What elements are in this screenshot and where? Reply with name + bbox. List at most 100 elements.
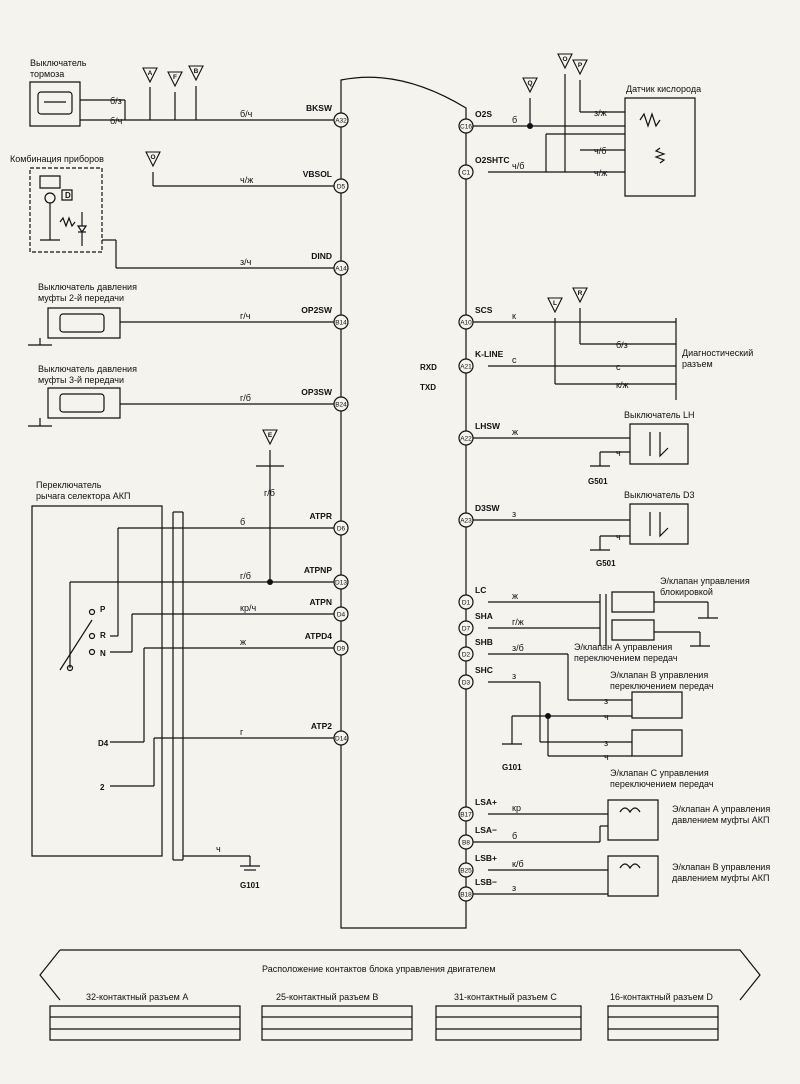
reference-tag-icon	[548, 298, 562, 312]
wire-bz-diag: б/з	[616, 340, 628, 350]
signal-o2shtc: O2SHTC	[475, 155, 509, 165]
wire-color: з	[512, 671, 516, 681]
pin-D2	[459, 647, 473, 661]
sel-n-label: N	[100, 649, 106, 658]
pin-B17	[459, 807, 473, 821]
pin-B14	[334, 315, 348, 329]
footer-frame	[40, 950, 760, 1000]
footer-title: Расположение контактов блока управления …	[262, 964, 496, 974]
wire-color: г/ч	[240, 311, 251, 321]
diag-connector-label-1: Диагностический	[682, 348, 753, 358]
wire-color: кр	[512, 803, 521, 813]
op2-switch-box	[48, 308, 120, 338]
pin-number-D14: D14	[335, 736, 347, 743]
reference-tag-label: Q	[527, 80, 532, 87]
pin-D13	[334, 575, 348, 589]
reference-tag-icon	[263, 430, 277, 444]
pin-number-D3: D3	[462, 680, 471, 687]
shift-c-label-1: Э/клапан C управления	[610, 768, 709, 778]
pin-number-D9: D9	[337, 646, 346, 653]
connector-c-label: 31-контактный разъем C	[454, 992, 557, 1002]
signal-scs: SCS	[475, 305, 493, 315]
wire-ch-shb: ч	[604, 752, 609, 762]
wire-color: г/ж	[512, 617, 524, 627]
pin-number-D1: D1	[462, 600, 471, 607]
wire-color: б	[240, 517, 245, 527]
reference-tag-icon	[189, 66, 203, 80]
pin-B8	[459, 835, 473, 849]
pin-B25	[459, 863, 473, 877]
signal-atp2: ATP2	[311, 721, 332, 731]
signal-lsb−: LSB−	[475, 877, 497, 887]
signal-dind: DIND	[311, 251, 332, 261]
wire-color: г/б	[240, 393, 251, 403]
sel-d4-label: D4	[98, 739, 109, 748]
d-box-label: D	[65, 191, 71, 200]
oxygen-sensor-label: Датчик кислорода	[626, 84, 701, 94]
pin-number-A32: A32	[335, 118, 347, 125]
pin-D9	[334, 641, 348, 655]
wire-color: б/ч	[240, 109, 253, 119]
pin-B18	[459, 887, 473, 901]
sel-r-label: R	[100, 631, 106, 640]
shift-b-label-2: переключением передач	[610, 681, 714, 691]
wire-color: ж	[512, 591, 518, 601]
wire-bch-2: б/ч	[110, 116, 123, 126]
pin-A21	[459, 359, 473, 373]
pin-number-A23: A23	[460, 518, 472, 525]
op2-switch-label-1: Выключатель давления	[38, 282, 137, 292]
wire-color: ч/ж	[240, 175, 253, 185]
wire-ch-lh: ч	[616, 448, 621, 458]
signal-lc: LC	[475, 585, 486, 595]
selector-switch-label-1: Переключатель	[36, 480, 102, 490]
signal-lhsw: LHSW	[475, 421, 501, 431]
pressure-a-box	[608, 800, 658, 840]
pressure-b-box	[608, 856, 658, 896]
shift-a-label-1: Э/клапан А управления	[574, 642, 672, 652]
diag-connector-label-2: разъем	[682, 359, 713, 369]
wire-color: ч/б	[512, 161, 524, 171]
pin-D3	[459, 675, 473, 689]
wire-color: з/б	[512, 643, 524, 653]
pin-number-B8: B8	[462, 840, 470, 847]
brake-switch-label-2: тормоза	[30, 69, 64, 79]
connector-b-label: 25-контактный разъем B	[276, 992, 378, 1002]
selector-switch-label-2: рычага селектора АКП	[36, 491, 131, 501]
pin-number-C1: C1	[462, 170, 471, 177]
signal-op2sw: OP2SW	[301, 305, 333, 315]
reference-tag-label: E	[268, 432, 273, 439]
signal-atpn: ATPN	[309, 597, 332, 607]
reference-tag-icon	[523, 78, 537, 92]
brake-switch-label-1: Выключатель	[30, 58, 87, 68]
reference-tag-label: P	[578, 62, 583, 69]
signal-shc: SHC	[475, 665, 493, 675]
g101b-label: G101	[240, 881, 260, 890]
signal-o2s: O2S	[475, 109, 492, 119]
wire-s-diag: с	[616, 362, 621, 372]
signal-lsa+: LSA+	[475, 797, 497, 807]
connector-d-label: 16-контактный разъем D	[610, 992, 713, 1002]
pin-number-B14: B14	[335, 320, 347, 327]
pressure-a-label-1: Э/клапан А управления	[672, 804, 770, 814]
shift-a-label-2: переключением передач	[574, 653, 678, 663]
signal-vbsol: VBSOL	[303, 169, 332, 179]
pin-number-B18: B18	[460, 892, 472, 899]
g501a-label: G501	[588, 477, 608, 486]
wire-color: г/б	[240, 571, 251, 581]
lockup-solenoid-label-2: блокировкой	[660, 587, 713, 597]
pressure-a-label-2: давлением муфты АКП	[672, 815, 769, 825]
pin-D6	[334, 521, 348, 535]
signal-lsb+: LSB+	[475, 853, 497, 863]
pin-D4	[334, 607, 348, 621]
pressure-b-label-1: Э/клапан B управления	[672, 862, 770, 872]
signal-shb: SHB	[475, 637, 493, 647]
g501b-label: G501	[596, 559, 616, 568]
pin-D7	[459, 621, 473, 635]
reference-tag-icon	[146, 152, 160, 166]
connector-a-label: 32-контактный разъем A	[86, 992, 188, 1002]
wire-color: к/б	[512, 859, 524, 869]
reference-tag-icon	[573, 288, 587, 302]
pin-number-D2: D2	[462, 652, 471, 659]
pin-C1	[459, 165, 473, 179]
